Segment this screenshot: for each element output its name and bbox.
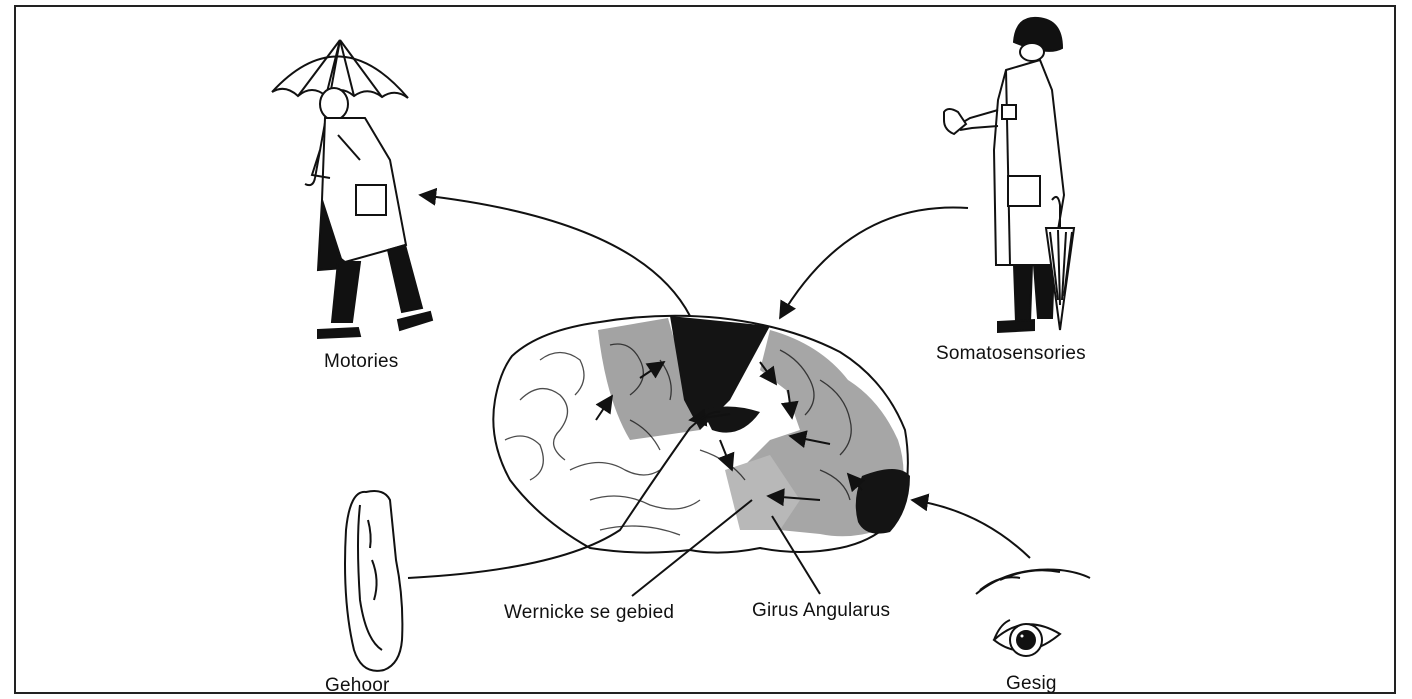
ear-icon <box>345 491 402 671</box>
somatosensory-label: Somatosensories <box>936 343 1086 365</box>
angular-label: Girus Angularus <box>752 600 890 622</box>
umbrella-walker-icon <box>272 40 432 338</box>
wernicke-label: Wernicke se gebied <box>504 602 674 624</box>
motor-label: Motories <box>324 351 398 373</box>
hearing-label: Gehoor <box>325 675 390 697</box>
brain-icon <box>493 316 910 553</box>
arrow-to-motor <box>420 195 690 316</box>
arrow-from-somatosensory <box>780 207 968 318</box>
standing-coat-person-icon <box>944 18 1074 332</box>
vision-label: Gesig <box>1006 673 1057 695</box>
eye-icon <box>976 570 1090 657</box>
arrow-from-vision <box>912 500 1030 558</box>
